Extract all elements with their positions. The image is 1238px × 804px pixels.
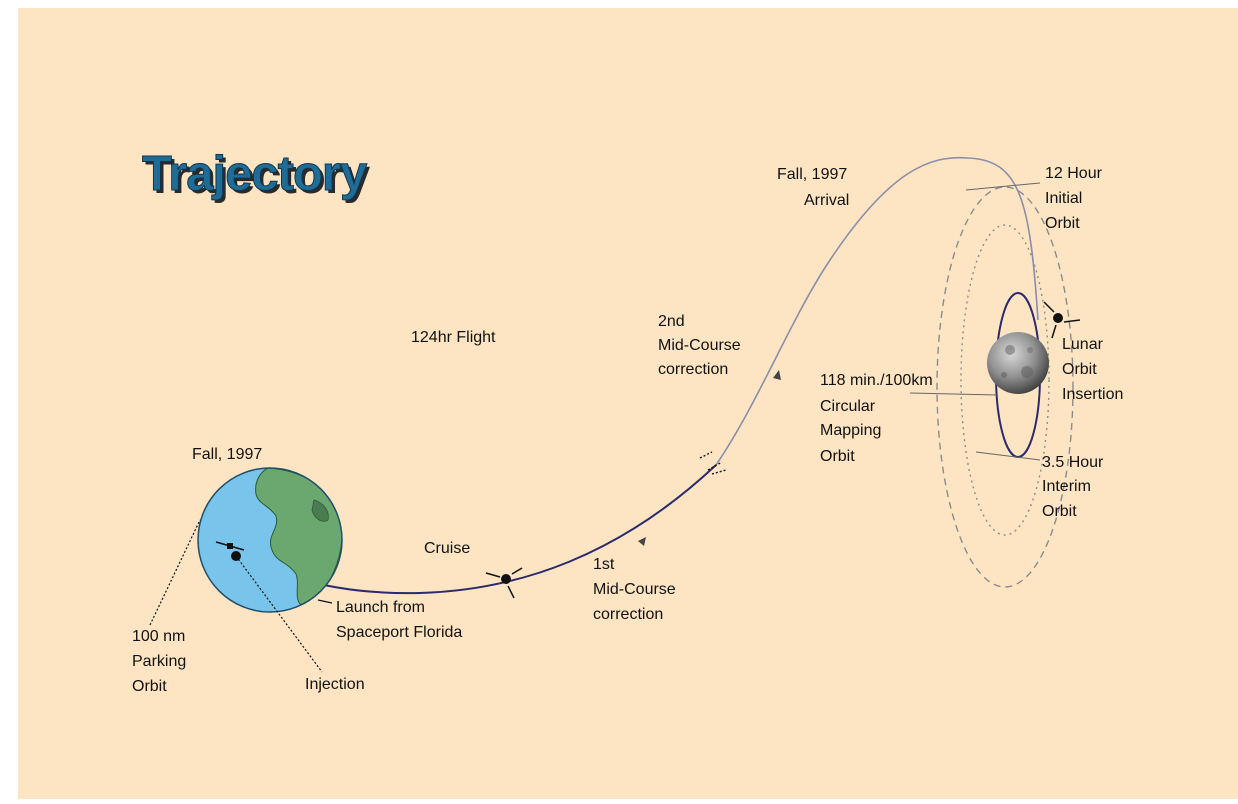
loi-label: Lunar Orbit Insertion: [1062, 336, 1123, 403]
mcc-marker-icon: [699, 451, 727, 475]
parking-orbit-pointer: [149, 519, 201, 626]
interim-orbit-ellipse: [960, 224, 1050, 536]
mapping-orbit-pointer: [909, 392, 999, 396]
injection-pointer: [235, 555, 323, 673]
mapping-orbit-label: 118 min./100km Circular Mapping Orbit: [820, 372, 937, 465]
path-arrow-1: [773, 370, 781, 380]
trajectory-path-upper: [715, 156, 1039, 466]
cruise-label: Cruise: [424, 540, 470, 557]
diagram-title: Trajectory: [142, 147, 367, 201]
earth-date-label: Fall, 1997: [192, 446, 262, 463]
interim-orbit-label: 3.5 Hour Interim Orbit: [1042, 454, 1108, 520]
injection-label: Injection: [305, 676, 365, 693]
second-mcc-label: 2nd Mid-Course correction: [658, 313, 745, 378]
parking-orbit-label: 100 nm Parking Orbit: [132, 628, 191, 695]
loi-spacecraft-icon: [1043, 301, 1081, 339]
moon-icon: [987, 332, 1049, 394]
path-arrow-2: [638, 537, 646, 546]
first-mcc-label: 1st Mid-Course correction: [593, 556, 680, 623]
interim-orbit-pointer: [975, 451, 1041, 461]
initial-orbit-label: 12 Hour Initial Orbit: [1045, 165, 1106, 232]
arrival-label: Fall, 1997 Arrival: [777, 166, 852, 209]
earth-globe-icon: [197, 467, 343, 613]
initial-orbit-pointer: [965, 182, 1041, 191]
initial-orbit-ellipse: [936, 186, 1074, 588]
background-panel: [18, 8, 1238, 799]
launch-pointer: [317, 599, 333, 604]
spacecraft-icon: [215, 541, 245, 551]
flight-time-label: 124hr Flight: [411, 329, 496, 346]
cruise-spacecraft-icon: [485, 567, 523, 599]
title-shadow: Trajectory: [145, 150, 370, 204]
launch-label: Launch from Spaceport Florida: [336, 599, 462, 641]
